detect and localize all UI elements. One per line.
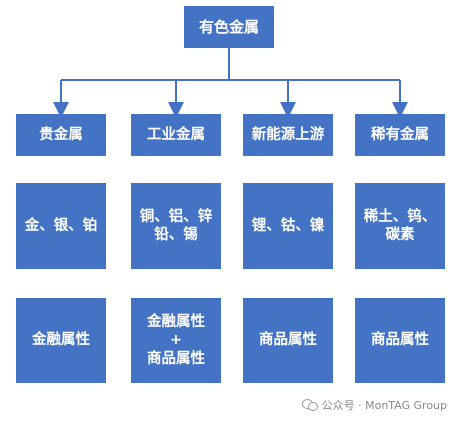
attribute-box-new-energy: 商品属性 xyxy=(243,298,333,383)
watermark: 公众号 · MonTAG Group xyxy=(301,397,447,413)
attribute-label: 商品属性 xyxy=(259,332,317,349)
attribute-label: 金融属性 + 商品属性 xyxy=(147,314,205,367)
category-industrial-metals: 工业金属 xyxy=(131,114,221,156)
metals-box-industrial: 铜、铝、锌 铅、锡 xyxy=(131,183,221,269)
attribute-box-rare: 商品属性 xyxy=(355,298,445,383)
root-node: 有色金属 xyxy=(184,6,274,48)
attribute-label: 商品属性 xyxy=(371,332,429,349)
category-label: 工业金属 xyxy=(147,126,205,143)
metals-box-new-energy: 锂、钴、镍 xyxy=(243,183,333,269)
category-rare-metals: 稀有金属 xyxy=(355,114,445,156)
category-label: 新能源上游 xyxy=(251,126,325,143)
attribute-label: 金融属性 xyxy=(32,332,90,349)
metals-list: 稀土、钨、 碳素 xyxy=(363,208,437,243)
watermark-text: 公众号 · MonTAG Group xyxy=(321,399,447,412)
metals-list: 铜、铝、锌 铅、锡 xyxy=(139,208,213,243)
attribute-box-industrial: 金融属性 + 商品属性 xyxy=(131,298,221,383)
root-label: 有色金属 xyxy=(198,17,259,36)
category-label: 贵金属 xyxy=(39,126,83,143)
metals-box-precious: 金、银、铂 xyxy=(16,183,106,269)
wechat-icon xyxy=(301,399,318,411)
metals-list: 锂、钴、镍 xyxy=(251,217,325,234)
metals-list: 金、银、铂 xyxy=(24,217,98,234)
attribute-box-precious: 金融属性 xyxy=(16,298,106,383)
category-label: 稀有金属 xyxy=(371,126,429,143)
category-precious-metals: 贵金属 xyxy=(16,114,106,156)
category-new-energy-upstream: 新能源上游 xyxy=(243,114,333,156)
metals-box-rare: 稀土、钨、 碳素 xyxy=(355,183,445,269)
